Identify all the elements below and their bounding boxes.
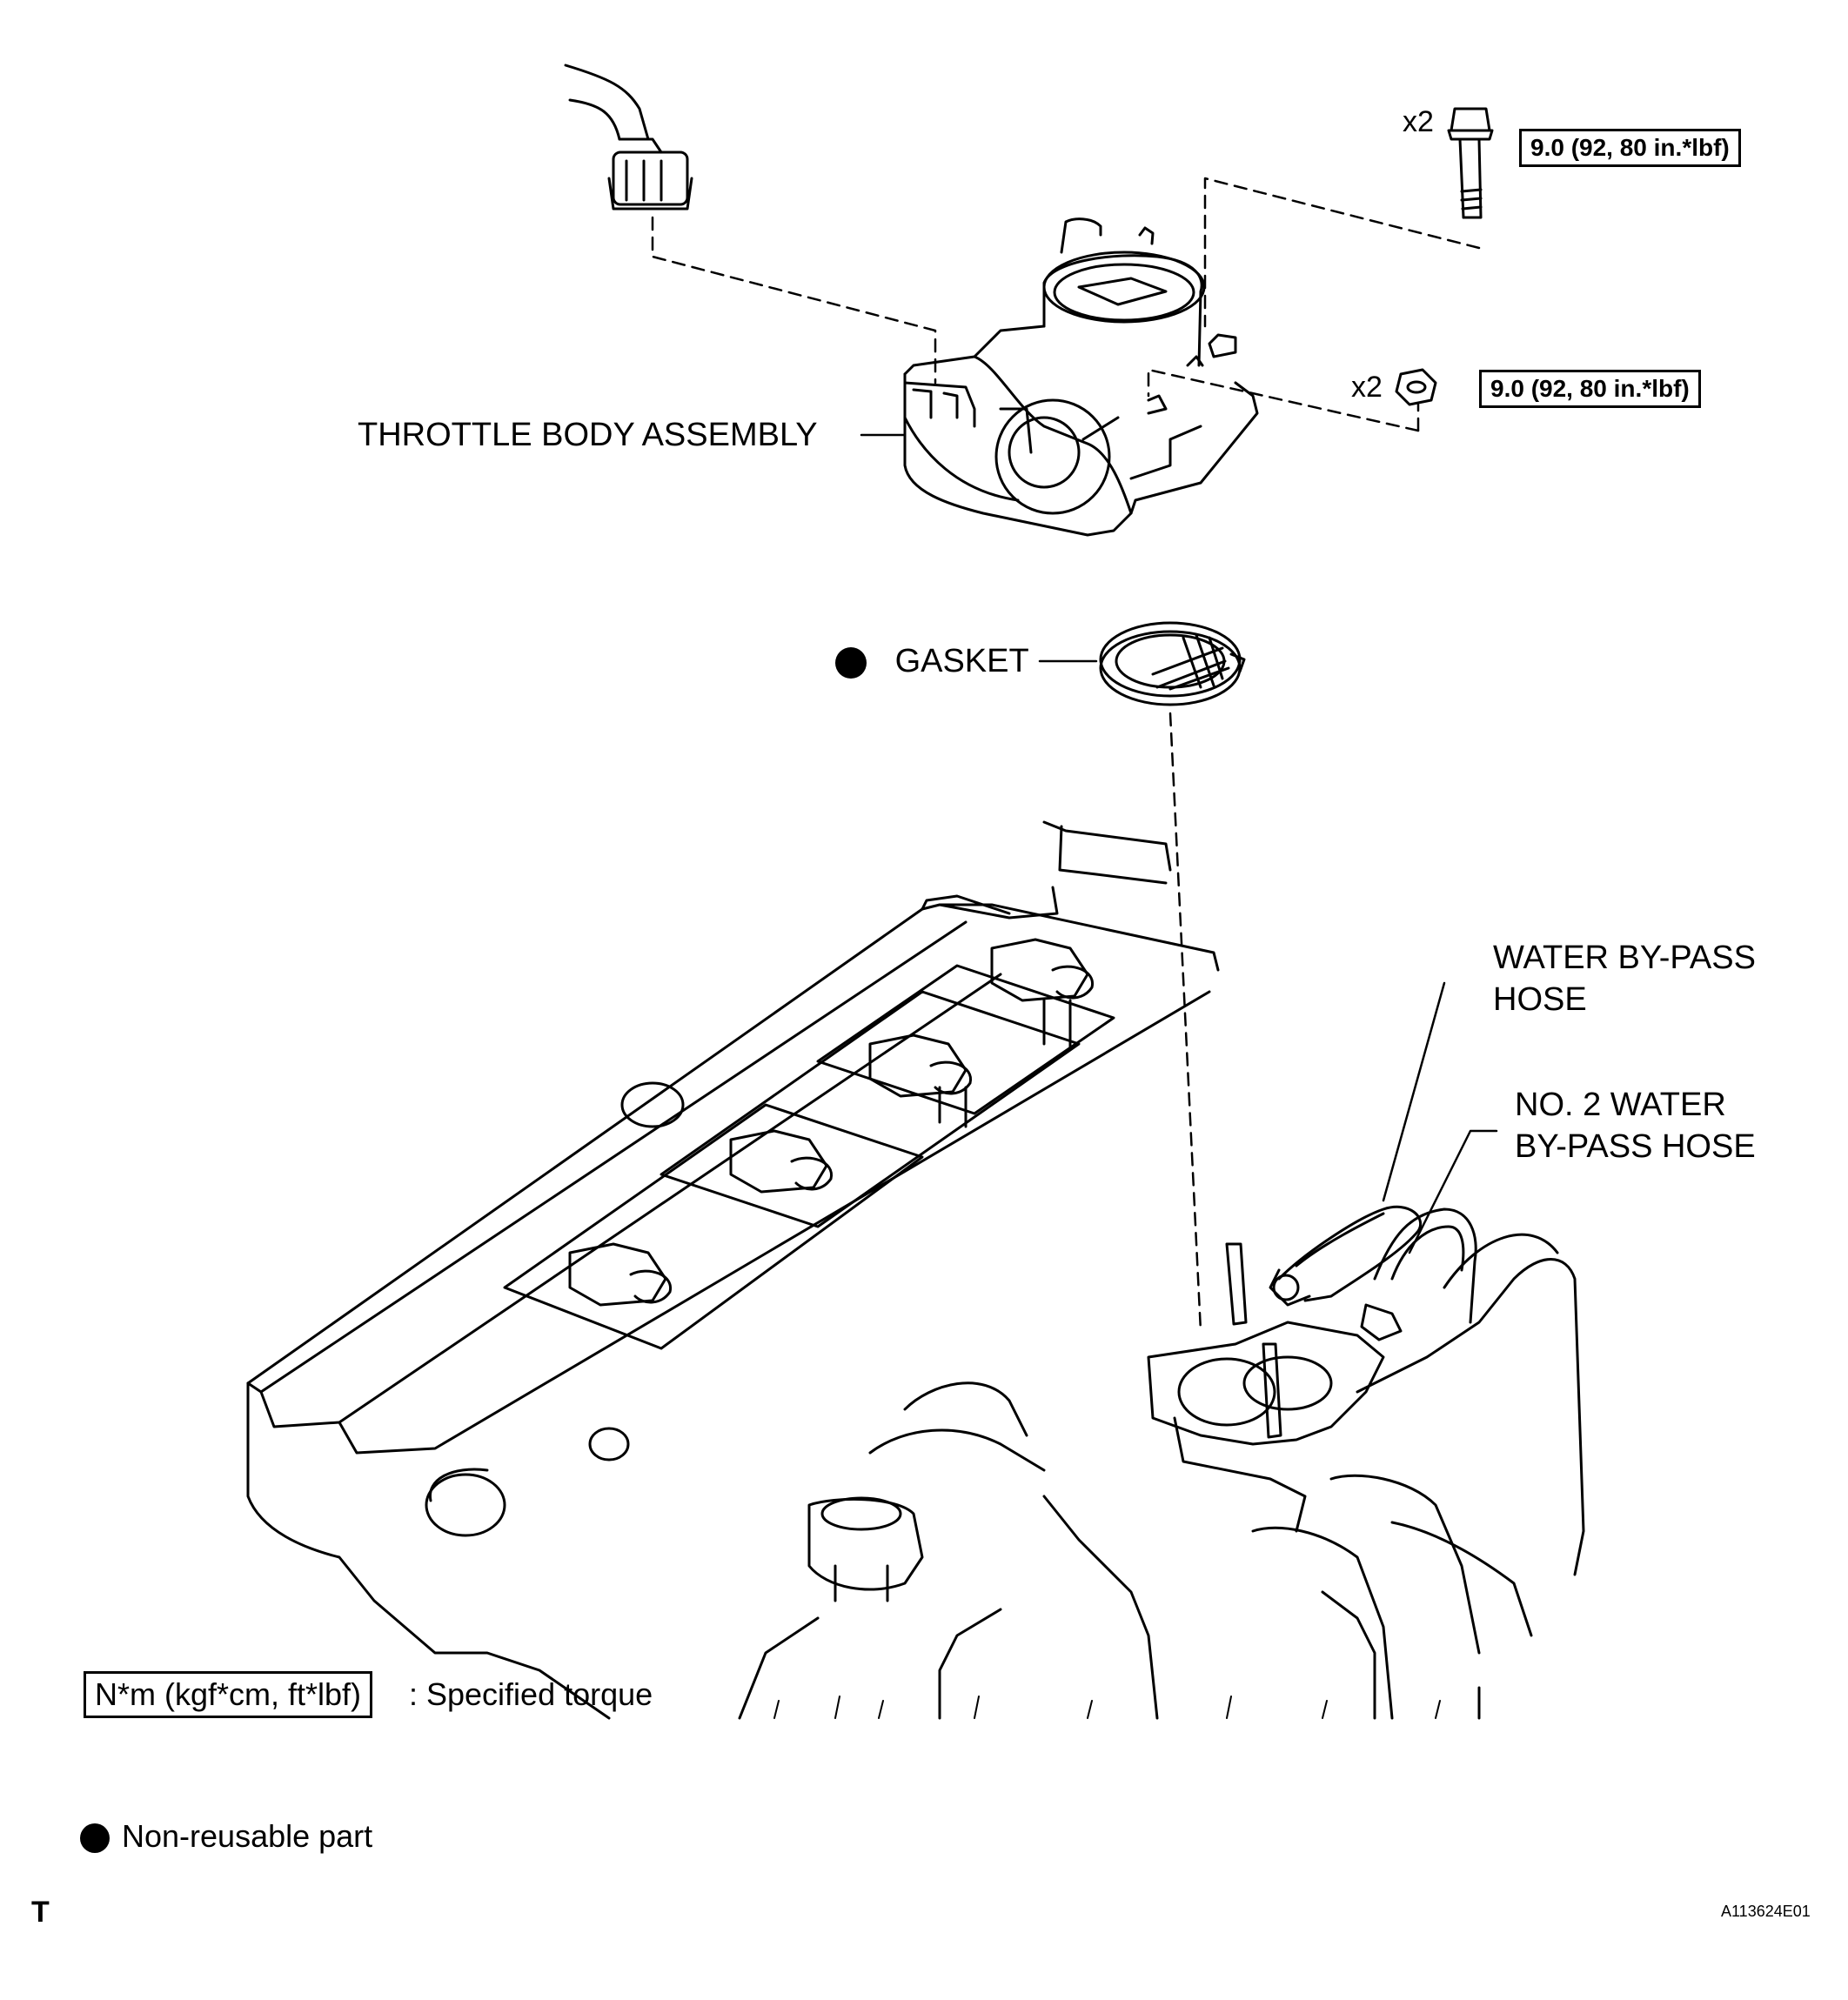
nut-drawing [1395,368,1437,406]
leader-lines [860,433,1498,1254]
connector-drawing [564,64,693,211]
no2-hose-label-line2: BY-PASS HOSE [1515,1128,1756,1165]
nut-quantity: x2 [1351,371,1383,404]
non-reusable-legend-icon [80,1823,110,1854]
nonreusable-legend-desc: Non-reusable part [122,1818,373,1854]
gasket-drawing [1099,621,1246,706]
bolt-torque-box: 9.0 (92, 80 in.*lbf) [1519,129,1741,167]
gasket-label: GASKET [894,643,1029,679]
engine-drawing [246,820,1585,1720]
no2-water-bypass-hose-label: NO. 2 WATER BY-PASS HOSE [1515,1084,1756,1167]
corner-mark: T [31,1896,50,1929]
alignment-lines [651,177,1481,1333]
non-reusable-icon [835,646,867,679]
nonreusable-legend: Non-reusable part [80,1816,372,1857]
figure-id: A113624E01 [1721,1903,1811,1920]
no2-hose-label-line1: NO. 2 WATER [1515,1087,1726,1123]
torque-legend-box: N*m (kgf*cm, ft*lbf) [84,1671,373,1718]
water-bypass-hose-label-line2: HOSE [1493,981,1587,1018]
water-bypass-hose-label-line1: WATER BY-PASS [1493,940,1756,976]
throttle-body-label: THROTTLE BODY ASSEMBLY [358,417,818,453]
water-bypass-hose-label: WATER BY-PASS HOSE [1493,937,1756,1020]
gasket-label-row: GASKET [835,640,1029,682]
bolt-quantity: x2 [1403,105,1434,138]
bolt-drawing [1447,107,1494,219]
torque-legend-desc: : Specified torque [409,1676,653,1712]
engine-cut-edges [773,1696,1441,1719]
throttle-body-drawing [903,217,1259,537]
nut-torque-box: 9.0 (92, 80 in.*lbf) [1479,370,1701,408]
